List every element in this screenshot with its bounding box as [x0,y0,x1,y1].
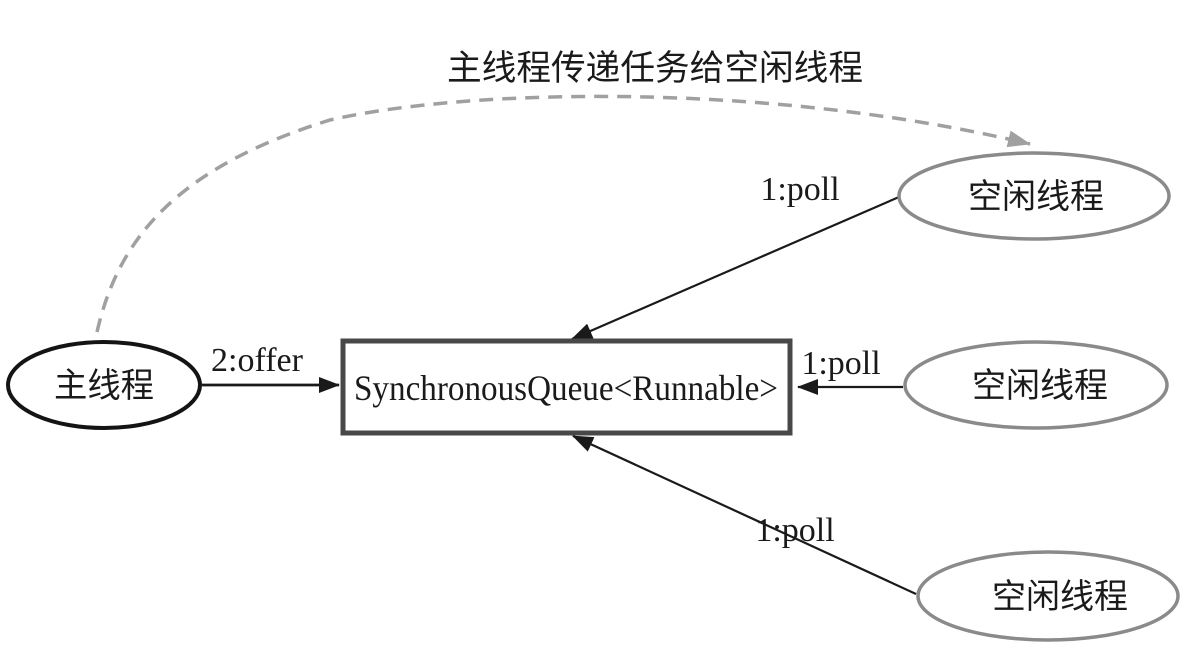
node-idle-thread-middle: 空闲线程 [903,340,1169,430]
edge-poll-bottom-line [572,435,917,595]
edge-task-transfer-dashed [95,94,1031,333]
node-main-thread: 主线程 [6,340,202,430]
edge-offer: 2:offer [202,342,340,393]
node-idle-thread-top: 空闲线程 [897,151,1171,241]
edge-poll-top: 1:poll [571,171,900,341]
edge-poll-top-label: 1:poll [760,171,839,208]
idle-thread-middle-ellipse [903,340,1169,430]
idle-thread-top-ellipse [897,151,1171,241]
main-thread-ellipse [6,340,202,430]
edge-offer-label: 2:offer [211,342,304,379]
diagram-title: 主线程传递任务给空闲线程 [447,49,863,88]
queue-label: SynchronousQueue<Runnable> [354,368,778,408]
main-thread-label: 主线程 [54,367,154,405]
queue-box [340,338,793,436]
edge-poll-middle: 1:poll [797,345,903,395]
node-queue: SynchronousQueue<Runnable> [340,338,793,436]
edge-poll-bottom-label: 1:poll [755,512,834,549]
idle-thread-bottom-label: 空闲线程 [992,578,1128,616]
node-idle-thread-bottom: 空闲线程 [916,550,1180,642]
edge-poll-top-line [571,195,900,341]
idle-thread-middle-label: 空闲线程 [972,367,1108,405]
idle-thread-top-label: 空闲线程 [968,178,1104,216]
idle-thread-bottom-ellipse [916,550,1180,642]
edge-poll-bottom: 1:poll [572,435,917,595]
edge-poll-middle-label: 1:poll [801,345,880,382]
